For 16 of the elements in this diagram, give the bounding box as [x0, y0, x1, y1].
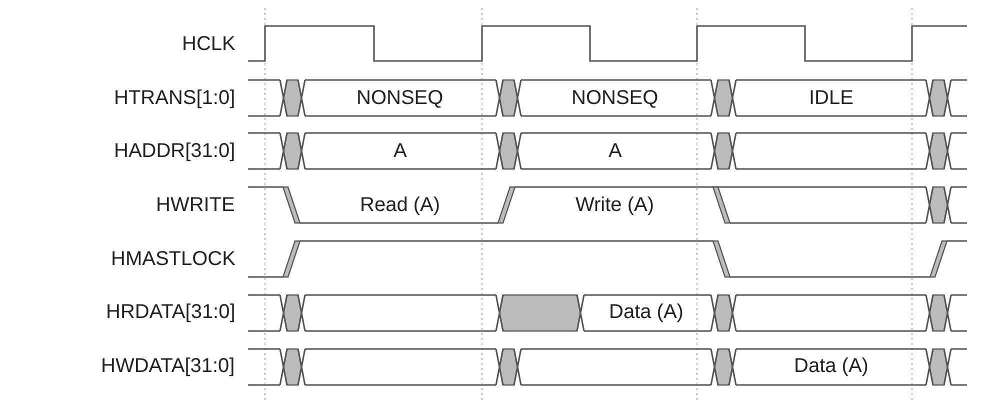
signal-value: Data (A) — [794, 354, 868, 378]
signal-value: NONSEQ — [572, 86, 658, 110]
signal-name: HCLK — [182, 32, 236, 56]
signal-value: IDLE — [809, 86, 854, 110]
signal-value: A — [608, 139, 622, 163]
signal-value: Read (A) — [360, 193, 440, 217]
signal-value: NONSEQ — [356, 86, 444, 110]
signal-value: Data (A) — [609, 300, 684, 324]
signal-name: HADDR[31:0] — [114, 139, 236, 163]
signal-name: HWDATA[31:0] — [101, 354, 235, 378]
signal-value: Write (A) — [576, 193, 654, 217]
signal-name: HMASTLOCK — [111, 247, 236, 271]
signal-name: HRDATA[31:0] — [106, 300, 236, 324]
signal-name: HTRANS[1:0] — [114, 86, 236, 110]
signal-value: A — [394, 139, 407, 163]
signal-name: HWRITE — [156, 193, 235, 217]
